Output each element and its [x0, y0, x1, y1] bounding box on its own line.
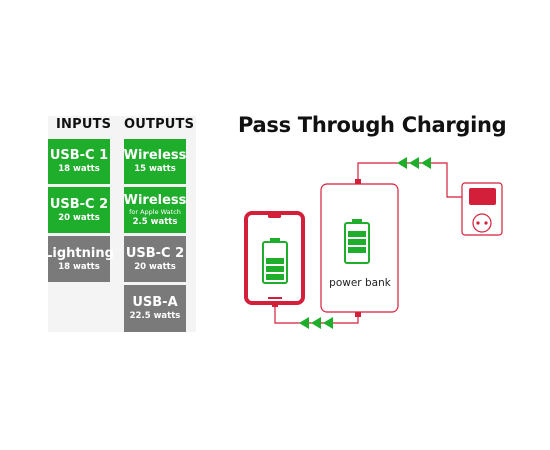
input-watts: 20 watts: [58, 212, 100, 223]
power-bank-bottom-plug: [355, 312, 361, 317]
output-watts: 22.5 watts: [129, 311, 181, 321]
output-watts: 15 watts: [134, 164, 176, 174]
arrows-top: [397, 157, 431, 169]
input-watts: 18 watts: [58, 164, 100, 174]
input-usb-c-2: USB-C 2 20 watts: [48, 187, 110, 233]
input-name: USB-C 1: [49, 148, 109, 163]
arrow-icon: [311, 317, 321, 329]
outputs-heading: OUTPUTS: [124, 117, 195, 132]
output-name: Wireless: [123, 192, 187, 208]
output-watts: 20 watts: [134, 261, 176, 272]
arrows-bottom: [299, 317, 333, 329]
output-name: Wireless: [123, 148, 187, 163]
inputs-heading: INPUTS: [56, 117, 112, 132]
output-name: USB-A: [132, 295, 178, 310]
wall-outlet-icon: [461, 182, 503, 236]
input-watts: 18 watts: [58, 261, 100, 272]
arrow-icon: [397, 157, 407, 169]
arrow-icon: [421, 157, 431, 169]
arrow-icon: [409, 157, 419, 169]
output-wireless: Wireless 15 watts: [124, 139, 186, 184]
output-usb-a: USB-A 22.5 watts: [124, 285, 186, 332]
output-note: for Apple Watch: [129, 207, 181, 216]
arrow-icon: [299, 317, 309, 329]
power-bank-top-plug: [355, 179, 361, 184]
output-name: USB-C 2: [125, 245, 185, 261]
arrow-icon: [323, 317, 333, 329]
diagram-title: Pass Through Charging: [238, 113, 507, 137]
output-watts: 2.5 watts: [132, 216, 178, 227]
power-bank-label: power bank: [329, 277, 391, 289]
input-name: USB-C 2: [49, 196, 109, 212]
power-bank-battery-icon: [344, 219, 370, 264]
output-wireless-apple-watch: Wireless for Apple Watch 2.5 watts: [124, 187, 186, 233]
input-lightning: Lightning 18 watts: [44, 236, 114, 282]
phone-battery-icon: [262, 238, 288, 284]
input-name: Lightning: [44, 245, 114, 261]
output-usb-c-2: USB-C 2 20 watts: [124, 236, 186, 282]
cable-wall-to-power-bank: [357, 162, 462, 198]
input-usb-c-1: USB-C 1 18 watts: [48, 139, 110, 184]
